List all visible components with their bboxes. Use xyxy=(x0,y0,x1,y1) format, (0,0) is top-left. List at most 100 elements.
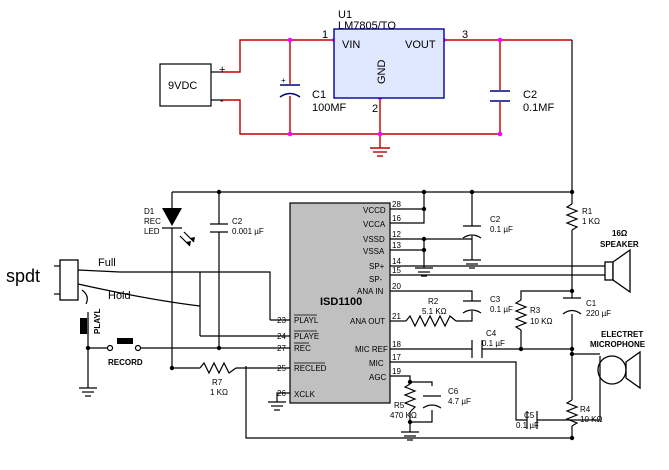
c4-value: 0.1 µF xyxy=(482,339,505,348)
pin-name: XCLK xyxy=(294,390,316,399)
c6-ref: C6 xyxy=(448,387,459,396)
pin-name: VCCD xyxy=(363,206,386,215)
pin-number: 28 xyxy=(392,200,401,209)
c2-vcc-ref: C2 xyxy=(490,215,501,224)
pin-name: PLAYL xyxy=(294,316,319,325)
ground-symbol-c2 xyxy=(463,259,481,269)
pin-number: 21 xyxy=(392,312,401,321)
mic-line2: MICROPHONE xyxy=(590,340,646,349)
record-label: RECORD xyxy=(108,358,143,367)
supply-label: 9VDC xyxy=(168,80,197,92)
isd1100-chip xyxy=(289,202,391,404)
junction-dots xyxy=(85,189,575,441)
pin-number: 26 xyxy=(277,389,286,398)
pin-name: AGC xyxy=(369,373,387,382)
chip-left-pin-names: PLAYL PLAYE REC RECLED XCLK xyxy=(294,314,327,399)
speaker-label: SPEAKER xyxy=(600,240,639,249)
playl-pushbutton xyxy=(80,318,89,334)
c1-mic-ref: C1 xyxy=(586,299,597,308)
regulator-pin-in: 1 xyxy=(322,29,328,41)
regulator-ref: U1 xyxy=(338,9,352,21)
spdt-switch xyxy=(54,259,79,301)
c2-led-ref: C2 xyxy=(232,217,243,226)
pin-number: 27 xyxy=(277,344,286,353)
chip-right-pin-numbers: 28 16 12 13 14 15 20 21 18 17 19 xyxy=(392,200,401,376)
c2-reg-ref-label: C2 xyxy=(523,89,537,101)
pin-name: RECLED xyxy=(294,364,327,373)
c6-value: 4.7 µF xyxy=(448,397,471,406)
pin-number: 16 xyxy=(392,214,401,223)
pin-name: PLAYE xyxy=(294,332,319,341)
speaker-impedance: 16Ω xyxy=(612,229,628,238)
resistor-r5 xyxy=(403,383,417,413)
spdt-label: spdt xyxy=(6,266,40,286)
regulator-pin-gnd: 2 xyxy=(372,103,378,115)
r2-value: 5.1 KΩ xyxy=(422,307,447,316)
c2-led-value: 0.001 µF xyxy=(232,227,264,236)
pin-name: VSSD xyxy=(363,235,385,244)
supply-minus: - xyxy=(220,95,224,107)
c2-vcc-value: 0.1 µF xyxy=(490,225,513,234)
capacitor-c5 xyxy=(526,411,538,429)
power-supply-section: + C1 100MF C2 0.1MF 9VDC + - U1 LM7805/T… xyxy=(159,9,572,157)
full-label: Full xyxy=(98,257,116,269)
c5-value: 0.1 µF xyxy=(516,421,539,430)
resistor-r4 xyxy=(565,399,579,427)
pin-name: ANA OUT xyxy=(350,317,385,326)
pin-number: 14 xyxy=(392,257,401,266)
c1-mic-value: 220 µF xyxy=(586,309,611,318)
c3-value: 0.1 µF xyxy=(490,305,513,314)
regulator-part: LM7805/TO xyxy=(338,20,396,32)
pin-name: SP+ xyxy=(369,262,385,271)
capacitor-c1-electrolytic: + xyxy=(279,76,301,98)
pin-number: 17 xyxy=(392,353,401,362)
regulator-vin-label: VIN xyxy=(342,39,360,51)
capacitor-c3 xyxy=(462,300,482,314)
r3-value: 10 KΩ xyxy=(530,317,552,326)
r3-ref: R3 xyxy=(530,306,541,315)
pin-number: 24 xyxy=(277,332,286,341)
r4-value: 10 KΩ xyxy=(580,415,602,424)
d1-ref: D1 xyxy=(144,207,155,216)
supply-9vdc-box xyxy=(159,63,212,107)
junction-dot xyxy=(377,131,383,137)
junction-dot xyxy=(287,37,293,43)
c1-value-label: 100MF xyxy=(312,102,347,114)
capacitor-c2-led xyxy=(210,223,228,233)
pin-number: 13 xyxy=(392,241,401,250)
capacitor-c4 xyxy=(471,340,483,358)
chip-right-pin-names: VCCD VCCA VSSD VSSA SP+ SP- ANA IN ANA O… xyxy=(350,206,388,382)
supply-plus: + xyxy=(219,64,225,76)
regulator-vout-label: VOUT xyxy=(405,39,436,51)
r1-ref: R1 xyxy=(582,207,593,216)
ground-symbol-supply xyxy=(370,147,390,157)
ground-symbol-switch xyxy=(79,387,97,397)
r7-value: 1 KΩ xyxy=(210,388,228,397)
led-d1 xyxy=(162,208,195,247)
resistor-r1 xyxy=(565,203,579,231)
pin-name: REC xyxy=(294,344,311,353)
ground-symbol-xclk xyxy=(268,401,286,411)
c4-ref: C4 xyxy=(486,329,497,338)
resistor-r7 xyxy=(199,361,237,375)
pin-number: 23 xyxy=(277,316,286,325)
pin-number: 19 xyxy=(392,367,401,376)
capacitor-c1-mic xyxy=(562,297,582,315)
regulator-pin-out: 3 xyxy=(462,29,468,41)
r7-ref: R7 xyxy=(212,378,223,387)
pin-name: MIC REF xyxy=(355,345,388,354)
ground-symbol-agc xyxy=(401,431,419,441)
d1-line2: REC xyxy=(144,217,161,226)
r4-ref: R4 xyxy=(580,405,591,414)
regulator-gnd-label: GND xyxy=(376,60,388,85)
r1-value: 1 KΩ xyxy=(582,217,600,226)
junction-dot xyxy=(497,131,503,137)
svg-text:+: + xyxy=(281,76,286,85)
record-pushbutton xyxy=(106,338,142,352)
pin-number: 20 xyxy=(392,282,401,291)
pin-name: VCCA xyxy=(363,220,386,229)
pin-number: 12 xyxy=(392,230,401,239)
speaker-icon xyxy=(604,248,631,294)
hold-label: Hold xyxy=(108,290,131,302)
